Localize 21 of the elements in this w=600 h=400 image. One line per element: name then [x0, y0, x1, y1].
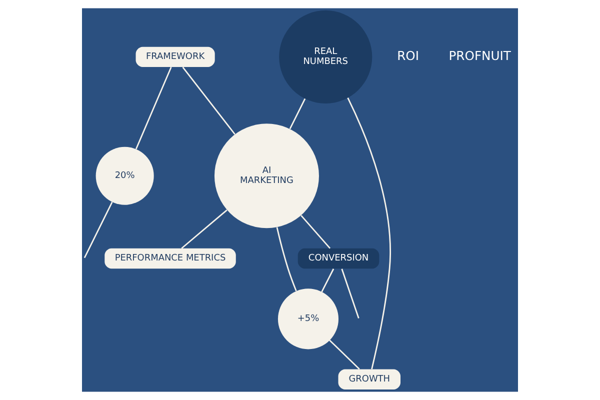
- connector: [135, 66, 172, 150]
- connector: [181, 210, 228, 249]
- label: ROI: [397, 49, 420, 64]
- node-circle: 20%: [96, 146, 154, 205]
- node-circle: AI MARKETING: [214, 124, 319, 228]
- connector: [341, 268, 360, 319]
- connector: [182, 66, 236, 135]
- connector: [84, 202, 113, 258]
- connector: [276, 227, 297, 292]
- connector: [321, 268, 334, 292]
- connector: [329, 340, 360, 370]
- connector: [300, 215, 331, 249]
- connector: [289, 98, 306, 130]
- node-box: PERFORMANCE METRICS: [104, 248, 236, 269]
- node-circle: REAL NUMBERS: [279, 10, 372, 104]
- label: PROFNUIT: [448, 49, 511, 64]
- node-circle: +5%: [278, 288, 338, 350]
- node-box: CONVERSION: [298, 248, 380, 269]
- connector: [347, 97, 391, 370]
- node-box: GROWTH: [338, 369, 400, 390]
- node-box: FRAMEWORK: [136, 46, 215, 68]
